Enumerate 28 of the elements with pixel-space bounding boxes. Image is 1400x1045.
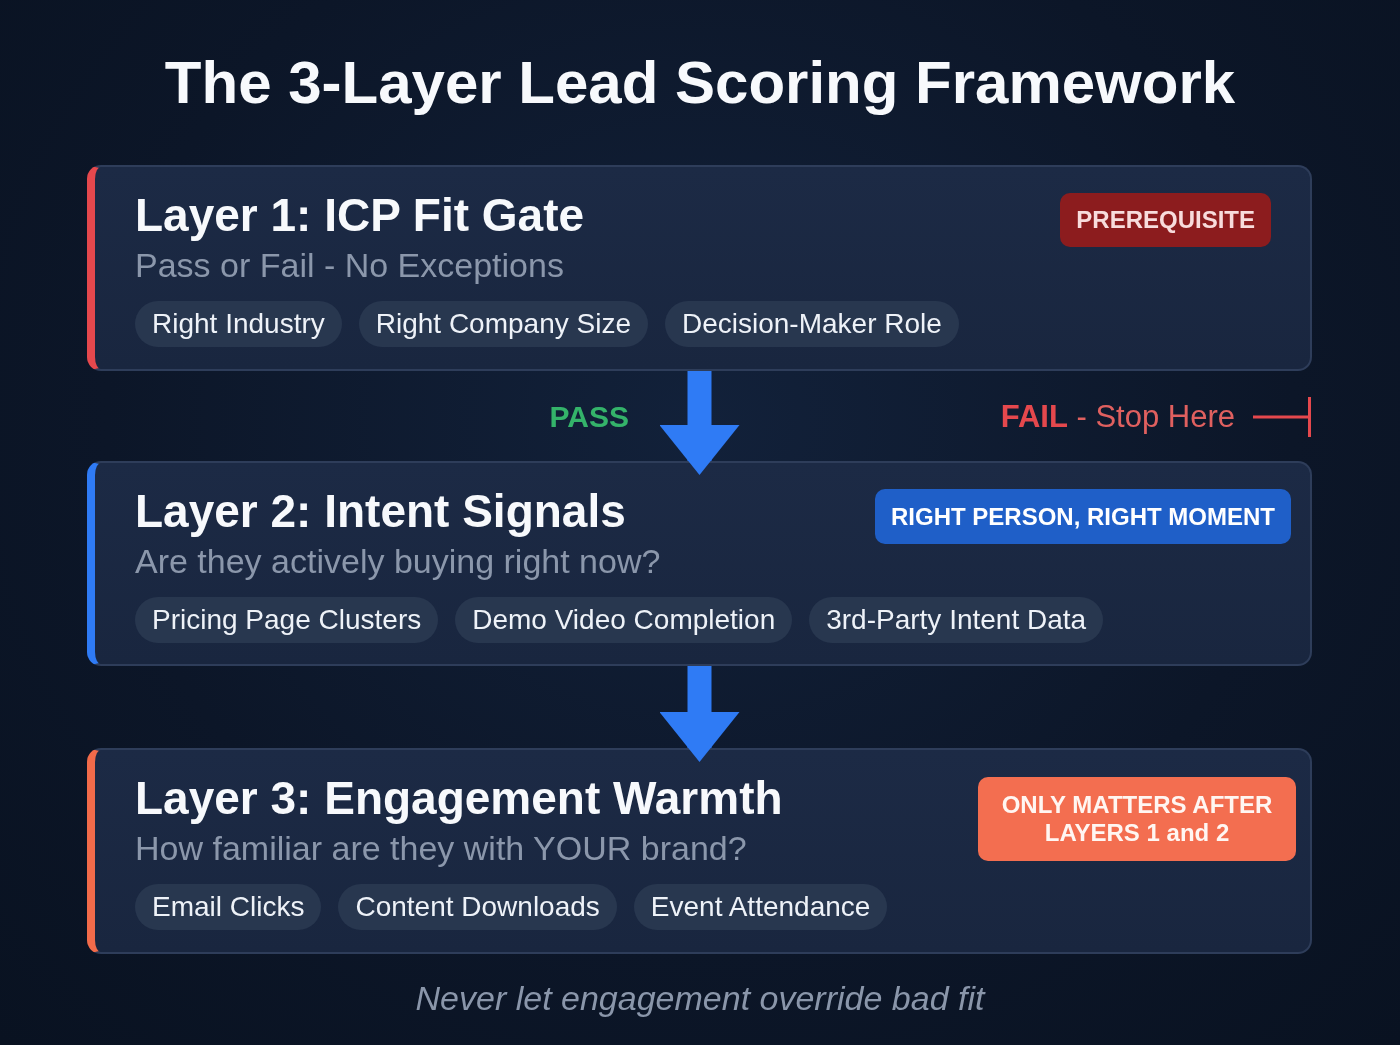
criterion-tag: Email Clicks xyxy=(135,884,322,930)
card-subtitle: How familiar are they with YOUR brand? xyxy=(135,828,747,869)
card-heading: Layer 3: Engagement Warmth xyxy=(135,772,783,825)
layer-card xyxy=(87,461,1312,666)
priority-badge: RIGHT PERSON, RIGHT MOMENT xyxy=(875,489,1291,544)
criterion-tag: Pricing Page Clusters xyxy=(135,597,439,643)
diagram-title: The 3-Layer Lead Scoring Framework xyxy=(163,48,1237,118)
card-heading: Layer 2: Intent Signals xyxy=(135,485,626,538)
layer-card xyxy=(87,165,1312,371)
criterion-tag: Decision-Maker Role xyxy=(665,301,959,347)
priority-badge: ONLY MATTERS AFTER LAYERS 1 and 2 xyxy=(978,777,1296,861)
edge-label: PASS xyxy=(549,399,629,435)
card-subtitle: Are they actively buying right now? xyxy=(135,541,661,582)
criterion-tag: 3rd-Party Intent Data xyxy=(809,597,1104,643)
fail-note: FAIL - Stop Here xyxy=(1000,398,1235,436)
card-heading: Layer 1: ICP Fit Gate xyxy=(135,189,585,242)
criterion-tag: Right Industry xyxy=(135,301,342,347)
layer-card xyxy=(87,748,1312,954)
criterion-tag: Event Attendance xyxy=(633,884,888,930)
arrow xyxy=(659,666,740,762)
diagram-caption: Never let engagement override bad fit xyxy=(414,978,987,1018)
arrow xyxy=(659,371,740,475)
priority-badge: PREREQUISITE xyxy=(1060,193,1271,247)
criterion-tag: Content Downloads xyxy=(338,884,617,930)
criterion-tag: Demo Video Completion xyxy=(455,597,793,643)
card-subtitle: Pass or Fail - No Exceptions xyxy=(135,245,564,286)
criterion-tag: Right Company Size xyxy=(358,301,648,347)
stop-line xyxy=(1253,397,1311,437)
